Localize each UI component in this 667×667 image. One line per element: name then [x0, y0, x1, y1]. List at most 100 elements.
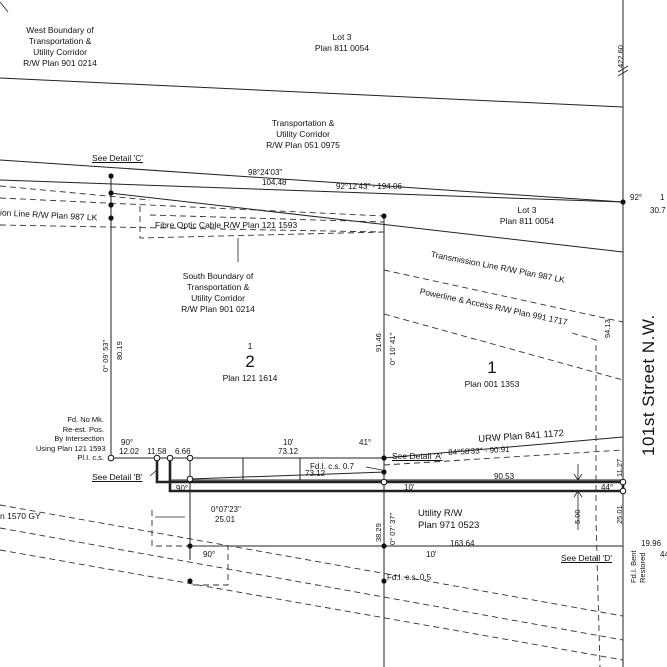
south-boundary-line3: Utility Corridor — [191, 293, 245, 303]
bearing-1-distance: 104.48 — [262, 178, 287, 187]
point-6 — [620, 199, 626, 205]
dim-666-label: 6.66 — [175, 447, 191, 456]
dashed-left-1 — [0, 185, 151, 201]
dashed-detail-b-box — [151, 510, 229, 586]
left-gy-label: n 1570 GY — [0, 511, 41, 521]
see-detail-b-link[interactable]: See Detail 'B' — [92, 472, 143, 482]
dim-500-label: 5.00 — [573, 509, 582, 524]
lot1-plan-label: Plan 001 1353 — [464, 379, 520, 389]
west-boundary-line4: R/W Plan 901 0214 — [23, 58, 97, 68]
point-13 — [381, 578, 387, 584]
lot2-number: 2 — [245, 352, 255, 371]
angle-92-label: 92° — [630, 193, 643, 202]
lot3-top-line2: Plan 811 0054 — [314, 43, 370, 53]
point-7 — [381, 455, 387, 461]
see-detail-a-link[interactable]: See Detail 'A' — [392, 451, 443, 461]
leader-west-boundary — [0, 1, 9, 13]
fd-bent-line1: Fd.I. Bent — [629, 550, 638, 583]
fd-bent-label: Fd.I. Bent Restored — [629, 550, 647, 583]
bold-road-boundary — [155, 458, 625, 493]
dim-3829-label: 38.29 — [374, 523, 383, 542]
fibre-optic-label: Fibre Optic Cable R/W Plan 121 1593 — [155, 220, 298, 230]
right-edge-307-label: 30.7 — [650, 206, 666, 215]
dim-a90-label: 90° — [121, 438, 134, 447]
lot-line-top — [0, 77, 624, 108]
south-boundary-label: South Boundary of Transportation & Utili… — [181, 271, 255, 315]
west-boundary-line3: Utility Corridor — [33, 47, 87, 57]
fd-note-line1: Fd. No Mk. — [67, 415, 104, 424]
dim-2501-right-label: 25.01 — [615, 505, 624, 524]
point-1 — [108, 173, 114, 179]
dim-a41-label: 41° — [359, 438, 372, 447]
corridor-line1: Transportation & — [271, 118, 335, 128]
dim-9146-label: 91.46 — [374, 333, 383, 352]
dashed-upper-lot — [149, 214, 385, 223]
leader-cs07 — [365, 466, 383, 471]
open-point-4 — [186, 454, 194, 462]
south-boundary-line2: Transportation & — [186, 282, 250, 292]
dim-1158-label: 11.58 — [147, 447, 167, 456]
dim-9413-label: 94.13 — [603, 319, 612, 338]
lot3-mid-line2: Plan 811 0054 — [499, 216, 555, 226]
dim-1127-label: 11.27 — [615, 458, 624, 477]
dashed-lower-1 — [0, 504, 624, 617]
dim-007-37-label: 0° 07' 37" — [388, 512, 397, 545]
see-detail-d-link[interactable]: See Detail 'D' — [561, 553, 612, 563]
dim-16364-label: 163.64 — [450, 539, 475, 548]
open-point-5 — [619, 478, 627, 486]
dashed-powerline — [383, 313, 624, 381]
dashed-lower-2 — [0, 527, 624, 641]
corridor-north-line — [0, 159, 624, 203]
fd-note-label: Fd. No Mk. Re-est. Pos. By Intersection … — [36, 415, 106, 463]
south-boundary-line1: South Boundary of — [182, 271, 254, 281]
urw-line-1 — [383, 436, 624, 459]
lot2-small-label: 1 — [247, 341, 253, 351]
angle-90-lower-label: 90° — [203, 550, 216, 559]
dim-009-53-label: 0° 09' 53" — [101, 339, 110, 372]
urw-line-2 — [189, 471, 385, 480]
dim-42260-label: 422.60 — [616, 45, 625, 68]
street-name-label: 101st Street N.W. — [639, 314, 658, 456]
dim-010-41-label: 0° 10' 41" — [388, 332, 397, 365]
dashed-lower-3 — [0, 549, 624, 661]
dim-7312-row2-label: 73.12 — [305, 469, 326, 478]
fd-bent-line2: Restored — [638, 552, 647, 583]
arrow-500-down — [573, 490, 583, 530]
lot3-south-line — [109, 192, 624, 253]
corridor-line3: R/W Plan 051 0975 — [266, 140, 340, 150]
point-4 — [108, 215, 114, 221]
leader-detail-b — [149, 469, 158, 477]
point-3 — [108, 202, 114, 208]
corridor-south-line — [0, 179, 624, 203]
dashed-fibre-box — [139, 206, 385, 239]
open-point-2 — [153, 454, 161, 462]
dim-9053-label: 90.53 — [494, 472, 515, 481]
lot2-plan-label: Plan 121 1614 — [222, 373, 278, 383]
west-boundary-label: West Boundary of Transportation & Utilit… — [23, 25, 97, 69]
point-5 — [381, 213, 387, 219]
fd-note-line2: Re-est. Pos. — [62, 424, 104, 434]
dashed-fibre-1 — [0, 197, 385, 217]
dim-10ft-row2-label: 10' — [404, 483, 415, 492]
point-2 — [108, 190, 114, 196]
lot3-mid-line1: Lot 3 — [517, 205, 537, 215]
lot3-mid-label: Lot 3 Plan 811 0054 — [500, 205, 554, 227]
dim-007-23-distance: 25.01 — [215, 515, 236, 524]
dashed-east-offset — [571, 332, 601, 667]
fd-note-line3: By Intersection — [54, 434, 104, 443]
fd-cs05-label: Fd.I. c.s. 0.5 — [387, 573, 432, 582]
dim-8019-label: 80.19 — [115, 341, 124, 360]
fd-note-line4: Using Plan 121 1593 — [36, 443, 106, 453]
see-detail-c-link[interactable]: See Detail 'C' — [92, 153, 143, 163]
open-point-6 — [619, 487, 627, 495]
arrow-500-up — [573, 464, 583, 481]
dim-1202-label: 12.02 — [119, 447, 140, 456]
lot3-top-line1: Lot 3 — [332, 32, 352, 42]
dim-a44-label: 44° — [601, 483, 614, 492]
open-point-1 — [107, 454, 115, 462]
south-boundary-line4: R/W Plan 901 0214 — [181, 304, 255, 314]
dim-10ft-lower-label: 10' — [426, 550, 437, 559]
dim-44-label: 44 — [660, 550, 667, 559]
corridor-label: Transportation & Utility Corridor R/W Pl… — [266, 118, 340, 151]
open-point-7 — [186, 475, 194, 483]
